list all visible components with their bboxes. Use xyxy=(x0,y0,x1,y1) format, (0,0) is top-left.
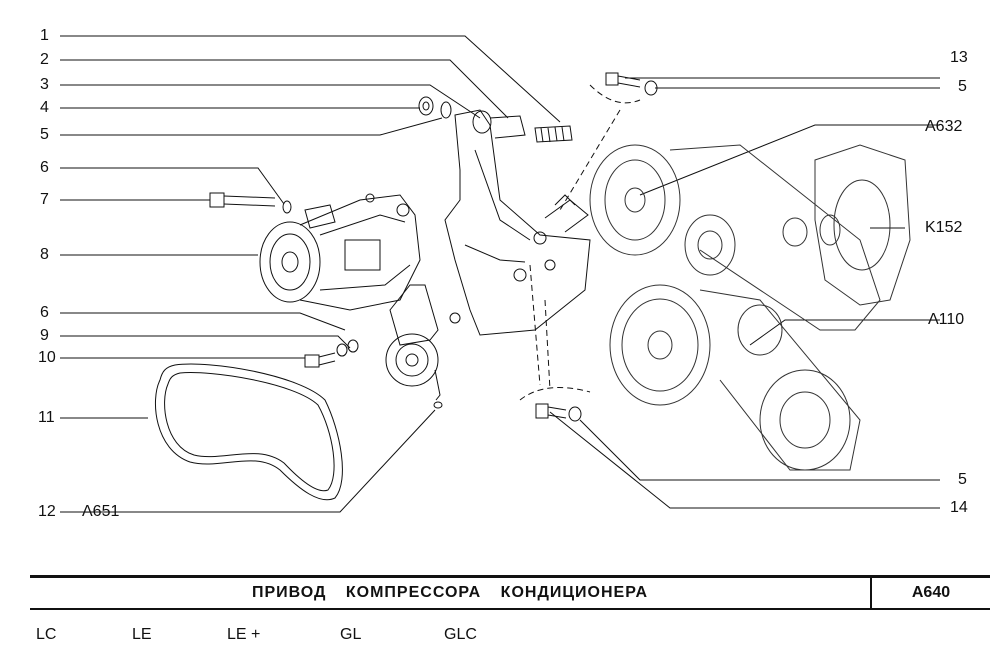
callout-7: 7 xyxy=(40,191,49,208)
callout-k152: K152 xyxy=(925,219,963,236)
bolt-14 xyxy=(535,403,582,422)
callout-14: 14 xyxy=(950,499,968,516)
callout-1: 1 xyxy=(40,27,49,44)
bolt-13 xyxy=(605,72,658,96)
drive-belt xyxy=(154,363,343,501)
callout-13: 13 xyxy=(950,49,968,66)
engine-front xyxy=(589,144,911,471)
leader-lines-right xyxy=(549,77,940,509)
drawing-title: ПРИВОД КОМПРЕССОРА КОНДИЦИОНЕРА xyxy=(251,584,649,601)
trim-lc: LC xyxy=(36,626,57,643)
callout-2: 2 xyxy=(40,51,49,68)
ac-compressor xyxy=(259,193,421,311)
compressor-bracket xyxy=(444,109,591,336)
callout-6-lower: 6 xyxy=(40,304,49,321)
callout-8: 8 xyxy=(40,246,49,263)
bolt-7 xyxy=(209,192,292,214)
callout-4: 4 xyxy=(40,99,49,116)
belt-tensioner xyxy=(385,284,443,409)
small-parts-top xyxy=(418,96,573,143)
bolt-10 xyxy=(304,339,359,368)
callout-11: 11 xyxy=(38,409,55,426)
callout-3: 3 xyxy=(40,76,49,93)
trim-gl: GL xyxy=(340,626,362,643)
callout-5-top-right: 5 xyxy=(958,78,967,95)
drawing-code: A640 xyxy=(911,584,951,601)
trim-le: LE xyxy=(132,626,152,643)
callout-5-top-left: 5 xyxy=(40,126,49,143)
callout-a632: A632 xyxy=(925,118,963,135)
dashed-guides xyxy=(519,84,641,401)
callout-5-bottom-right: 5 xyxy=(958,471,967,488)
callout-9: 9 xyxy=(40,327,49,344)
callout-a651: A651 xyxy=(82,503,120,520)
title-divider xyxy=(870,578,872,608)
callout-10: 10 xyxy=(38,349,56,366)
leader-lines-left xyxy=(60,35,561,513)
trim-le-plus: LE + xyxy=(227,626,261,643)
callout-12: 12 xyxy=(38,503,56,520)
callout-6-upper: 6 xyxy=(40,159,49,176)
callout-a110: A110 xyxy=(928,311,965,328)
trim-glc: GLC xyxy=(444,626,477,643)
title-block: ПРИВОД КОМПРЕССОРА КОНДИЦИОНЕРА A640 xyxy=(30,576,990,610)
